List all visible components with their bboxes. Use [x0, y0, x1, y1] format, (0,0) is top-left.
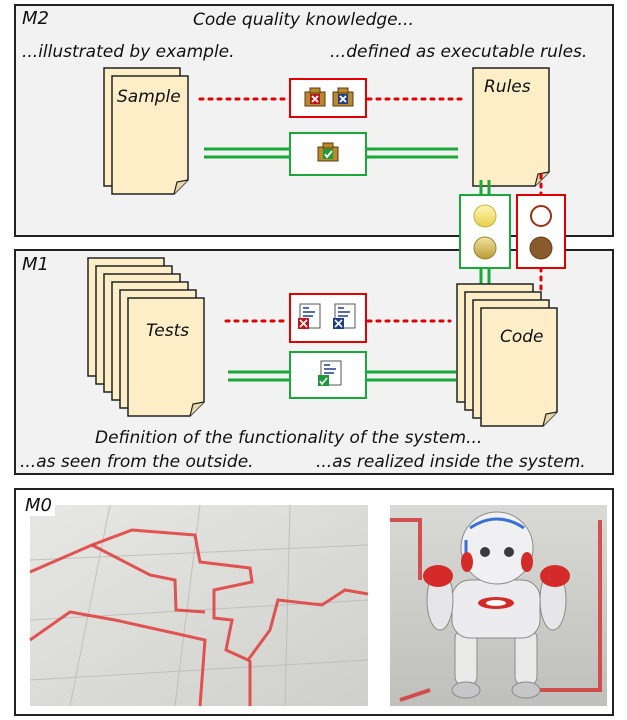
m1-pass-connector	[228, 351, 456, 399]
m0-level-label: M0	[22, 496, 55, 516]
m2-pass-connector	[204, 132, 458, 176]
failing-rule-icon	[304, 87, 326, 107]
failing-rule-icon	[332, 87, 354, 107]
m2-level-label: M2	[22, 8, 49, 29]
vertical-pass-connector	[459, 180, 511, 290]
yellow-light-icon	[473, 204, 497, 228]
robot-icon	[423, 511, 570, 699]
m1-caption-right: ...as realized inside the system.	[316, 452, 586, 472]
m1-caption-left: ...as seen from the outside.	[20, 452, 254, 472]
rules-label: Rules	[484, 77, 531, 97]
passing-rule-icon	[317, 142, 339, 162]
code-document-stack	[456, 283, 558, 427]
passing-test-icon	[318, 360, 342, 386]
m1-level-label: M1	[22, 254, 49, 275]
m2-right-caption: ...defined as executable rules.	[330, 42, 588, 62]
failing-test-icon	[333, 303, 356, 329]
sample-label: Sample	[117, 87, 181, 107]
brown-light-icon	[529, 236, 553, 260]
vertical-fail-connector	[516, 173, 566, 294]
code-label: Code	[500, 327, 544, 347]
failing-test-icon	[298, 303, 321, 329]
m1-caption-main: Definition of the functionality of the s…	[95, 428, 483, 448]
tests-document-stack	[87, 257, 205, 417]
sample-document-stack	[103, 67, 189, 195]
m2-title: Code quality knowledge...	[193, 10, 414, 30]
m2-left-caption: ...illustrated by example.	[22, 42, 235, 62]
robot-photo	[390, 505, 607, 706]
m2-fail-connector	[198, 78, 464, 118]
m1-fail-connector	[224, 293, 452, 343]
yellow-light-icon	[473, 236, 497, 260]
floor-maze-photo	[29, 504, 369, 707]
tests-label: Tests	[146, 321, 190, 341]
empty-light-icon	[530, 205, 552, 227]
